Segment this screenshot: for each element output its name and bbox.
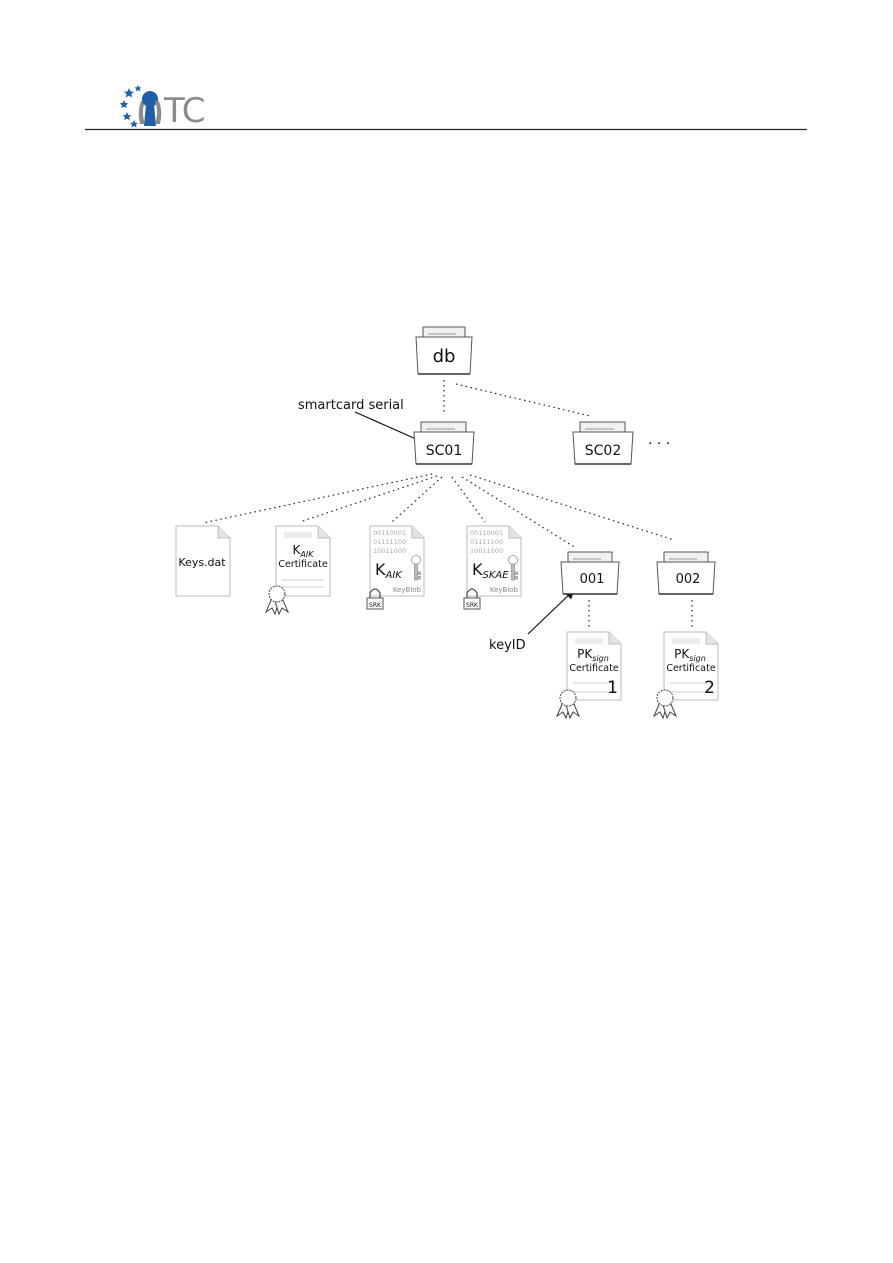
- folder-icon: [572, 421, 634, 465]
- file-pk-sign-certificate-1: PKsign Certificate 1: [555, 631, 622, 720]
- key-icon: [411, 555, 421, 581]
- folder-sc02: SC02: [572, 421, 634, 465]
- aik-blob-binary-2: 01111100: [373, 538, 406, 546]
- folder-sc01: SC01: [413, 421, 475, 465]
- smartcard-serial-arrow: [354, 411, 426, 444]
- keyblob-icon: [366, 525, 425, 610]
- folder-db: db: [415, 326, 473, 375]
- page-header: TC: [85, 85, 807, 131]
- lock-icon: [366, 588, 384, 610]
- cert1-sub: sign: [592, 654, 609, 663]
- folder-icon: [560, 551, 620, 595]
- cert1-main: PK: [577, 647, 593, 661]
- cert2-title: PKsign: [674, 647, 706, 663]
- aik-cert-title: KAIK: [293, 543, 315, 559]
- skae-blob-title: KSKAE: [472, 560, 509, 581]
- connector-sc01-002: [469, 474, 675, 541]
- file-aik-certificate: KAIK Certificate: [264, 525, 331, 616]
- cert1-line2: Certificate: [569, 663, 619, 674]
- folder-sc01-label: SC01: [426, 443, 462, 459]
- cert1-number: 1: [607, 678, 618, 698]
- cert2-main: PK: [674, 647, 690, 661]
- folder-001: 001: [560, 551, 620, 595]
- cert2-line2: Certificate: [666, 663, 716, 674]
- connector-sc01-keysdat: [202, 473, 433, 524]
- folder-002-label: 002: [676, 572, 701, 587]
- skae-blob-main: K: [472, 560, 483, 579]
- file-keys-dat-label: Keys.dat: [178, 556, 226, 569]
- star-icon: [119, 85, 142, 128]
- skae-blob-binary-1: 00110001: [470, 529, 503, 537]
- file-keys-dat: Keys.dat: [175, 525, 231, 597]
- seal-icon: [652, 689, 678, 720]
- connector-sc01-aikblob: [391, 476, 443, 523]
- aik-blob-binary-3: 10011000: [373, 547, 406, 555]
- file-aik-keyblob: 00110001 01111100 10011000 KAIK KeyBlob …: [366, 525, 425, 610]
- folder-sc02-label: SC02: [585, 443, 621, 459]
- certificate-icon: [264, 525, 331, 616]
- file-skae-keyblob: 00110001 01111100 10011000 KSKAE KeyBlob…: [463, 525, 522, 610]
- more-marker: . . .: [648, 432, 670, 448]
- connector-sc01-aikcert: [299, 475, 438, 523]
- annotation-smartcard-serial: smartcard serial: [298, 398, 404, 413]
- aik-blob-title: KAIK: [375, 560, 403, 581]
- file-icon: [175, 525, 231, 597]
- folder-icon: [415, 326, 473, 375]
- annotation-keyid: keyID: [489, 638, 526, 653]
- file-pk-sign-certificate-2: PKsign Certificate 2: [652, 631, 719, 720]
- certificate-icon: [652, 631, 719, 720]
- aik-blob-lock-label: SRK: [369, 602, 382, 609]
- skae-blob-binary-2: 01111100: [470, 538, 503, 546]
- skae-blob-sub: SKAE: [483, 570, 510, 581]
- aik-blob-main: K: [375, 560, 386, 579]
- connector-sc01-skaeblob: [451, 476, 486, 523]
- key-icon: [508, 555, 518, 581]
- connector-lines: [202, 380, 693, 630]
- folder-icon: [413, 421, 475, 465]
- skae-blob-binary-3: 10011000: [470, 547, 503, 555]
- aik-cert-main: K: [293, 543, 302, 557]
- aik-blob-sub: AIK: [385, 570, 404, 581]
- seal-icon: [264, 585, 290, 616]
- aik-cert-sub: AIK: [299, 550, 314, 559]
- connector-db-sc02: [455, 383, 591, 417]
- folder-001-label: 001: [580, 572, 605, 587]
- seal-icon: [555, 689, 581, 720]
- skae-blob-lock-label: SRK: [466, 602, 479, 609]
- skae-blob-type: KeyBlob: [490, 586, 519, 594]
- certificate-icon: [555, 631, 622, 720]
- lock-icon: [463, 588, 481, 610]
- keyhole-icon: [138, 91, 162, 126]
- cert2-sub: sign: [689, 654, 706, 663]
- keyblob-icon: [463, 525, 522, 610]
- itc-logo: TC: [119, 85, 206, 131]
- aik-blob-binary-1: 00110001: [373, 529, 406, 537]
- cert1-title: PKsign: [577, 647, 609, 663]
- logo-text: TC: [163, 91, 205, 131]
- folder-db-label: db: [433, 346, 456, 367]
- cert2-number: 2: [704, 678, 715, 698]
- keyid-arrow: [527, 589, 575, 635]
- folder-002: 002: [656, 551, 716, 595]
- folder-icon: [656, 551, 716, 595]
- aik-blob-type: KeyBlob: [393, 586, 422, 594]
- aik-cert-line2: Certificate: [278, 559, 328, 570]
